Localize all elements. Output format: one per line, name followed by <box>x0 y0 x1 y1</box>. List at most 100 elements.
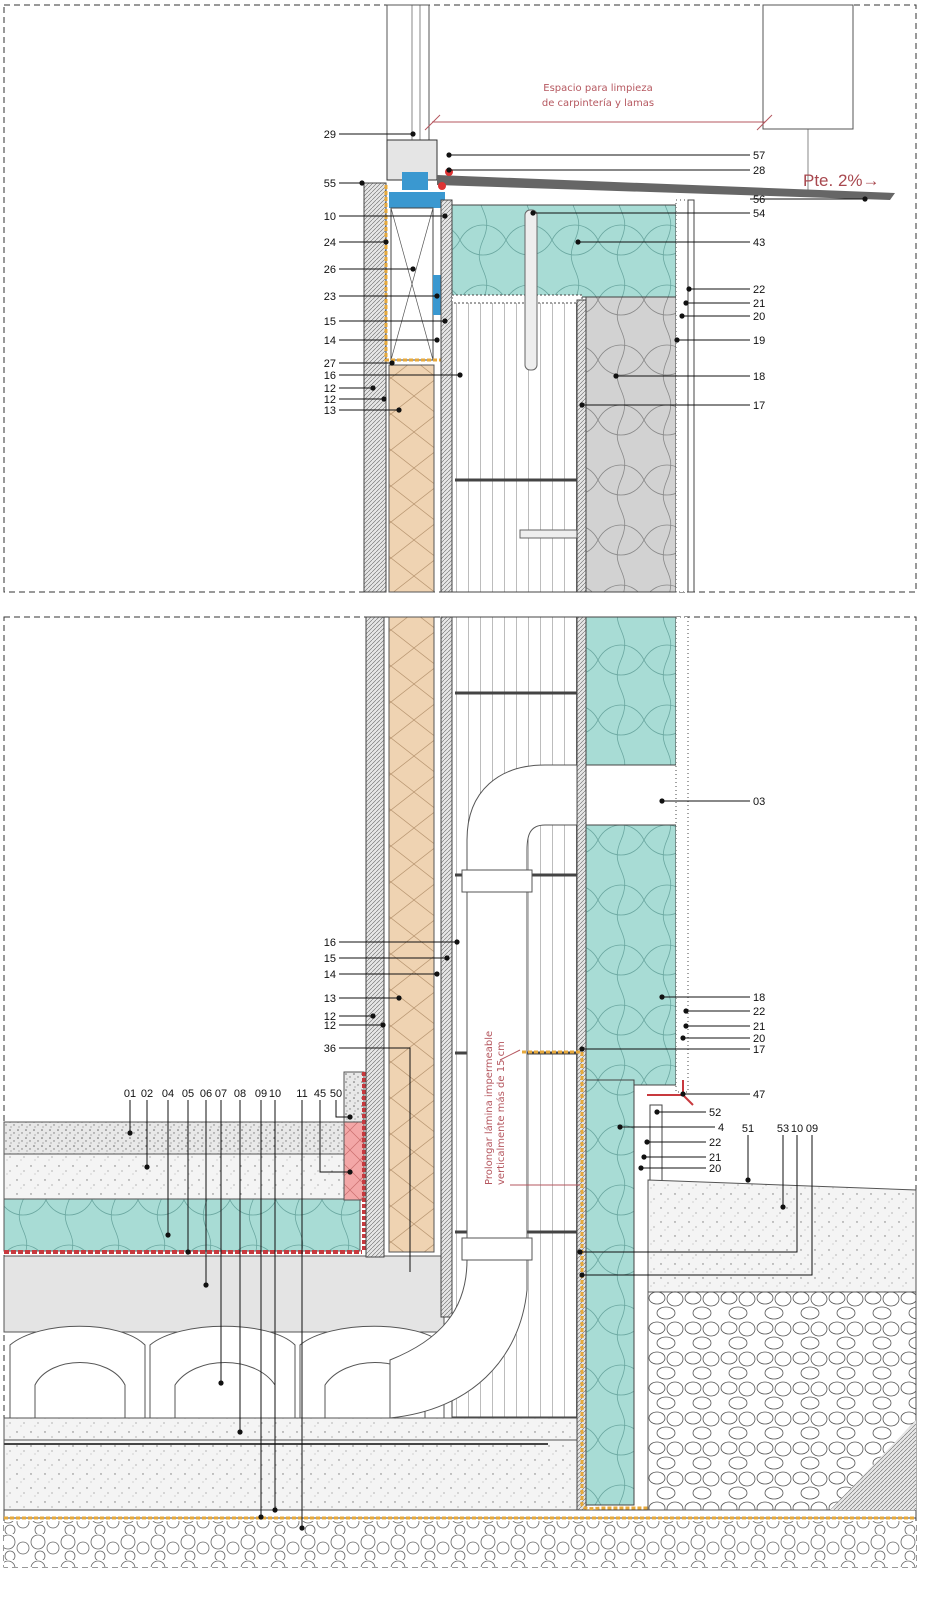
callout: 56 <box>750 194 868 206</box>
leader-dot <box>686 286 692 292</box>
callout-number: 19 <box>753 335 765 347</box>
callout: 06 <box>200 1088 212 1288</box>
leader-dot <box>862 196 868 202</box>
leader-line <box>335 1100 350 1118</box>
leader-dot <box>683 300 689 306</box>
callout: 13 <box>324 993 402 1005</box>
callout: 13 <box>324 405 402 417</box>
callout: 12 <box>324 1020 386 1032</box>
callout: 50 <box>330 1088 353 1120</box>
callout: 10 <box>269 1088 281 1513</box>
leader-dot <box>389 360 395 366</box>
callout-number: 52 <box>709 1107 721 1119</box>
callout: 52 <box>654 1107 721 1119</box>
callout: 21 <box>683 298 765 310</box>
callout-number: 21 <box>709 1152 721 1164</box>
leader-line <box>339 1047 411 1272</box>
leader-dot <box>185 1249 191 1255</box>
callout: 43 <box>575 237 765 249</box>
callout-number: 50 <box>330 1088 342 1100</box>
sill-flashing <box>437 175 895 200</box>
callout-number: 18 <box>753 992 765 1004</box>
leader-dot <box>370 1013 376 1019</box>
callout-number: 36 <box>324 1043 336 1055</box>
callout: 12 <box>324 1011 376 1023</box>
leader-dot <box>680 1035 686 1041</box>
leader-line <box>582 1135 813 1276</box>
leader-dot <box>444 955 450 961</box>
callout-number: 15 <box>324 316 336 328</box>
callout-number: 28 <box>753 165 765 177</box>
leader-dot <box>347 1114 353 1120</box>
leader-dot <box>380 1022 386 1028</box>
leader-dot <box>659 994 665 1000</box>
leader-dot <box>347 1169 353 1175</box>
bottom-section <box>3 616 917 1567</box>
callout: 4 <box>617 1122 724 1134</box>
leader-dot <box>434 971 440 977</box>
callout-number: 10 <box>324 211 336 223</box>
callout-number: 14 <box>324 969 336 981</box>
callout: 15 <box>324 316 448 328</box>
leader-dot <box>165 1232 171 1238</box>
leader-dot <box>383 239 389 245</box>
leader-dot <box>683 1008 689 1014</box>
leader-dot <box>434 337 440 343</box>
callout: 04 <box>162 1088 174 1238</box>
callout-number: 22 <box>753 284 765 296</box>
callout-number: 47 <box>753 1089 765 1101</box>
callout-number: 10 <box>269 1088 281 1100</box>
membrane-note-2: verticalmente más de 15 cm <box>495 1041 507 1185</box>
callout-number: 01 <box>124 1088 136 1100</box>
callout-number: 27 <box>324 358 336 370</box>
leader-dot <box>579 402 585 408</box>
callout: 15 <box>324 953 450 965</box>
callout: 54 <box>530 208 765 220</box>
leader-dot <box>575 239 581 245</box>
callout-number: 08 <box>234 1088 246 1100</box>
leader-dot <box>299 1525 305 1531</box>
callout-number: 23 <box>324 291 336 303</box>
callout-number: 12 <box>324 1011 336 1023</box>
leader-dot <box>410 266 416 272</box>
leader-dot <box>410 131 416 137</box>
callout: 10 <box>577 1123 803 1255</box>
callout: 07 <box>215 1088 227 1386</box>
callout: 51 <box>742 1123 754 1183</box>
callout-number: 54 <box>753 208 765 220</box>
leader-dot <box>579 1272 585 1278</box>
slope-annotation: Pte. 2%→ <box>803 171 880 190</box>
callout: 22 <box>686 284 765 296</box>
callout-number: 11 <box>296 1088 307 1100</box>
callout-number: 22 <box>753 1006 765 1018</box>
leader-dot <box>659 798 665 804</box>
callout-number: 17 <box>753 400 765 412</box>
callout: 14 <box>324 335 440 347</box>
callout-number: 29 <box>324 129 336 141</box>
callout: 17 <box>579 1044 765 1056</box>
callout: 16 <box>324 937 460 949</box>
callout: 09 <box>579 1123 818 1278</box>
callout-number: 57 <box>753 150 765 162</box>
callout-number: 56 <box>753 194 765 206</box>
leader-dot <box>237 1429 243 1435</box>
leader-dot <box>381 396 387 402</box>
leader-dot <box>641 1154 647 1160</box>
callout: 14 <box>324 969 440 981</box>
callout: 12 <box>324 383 376 395</box>
callout-number: 02 <box>141 1088 153 1100</box>
callout-number: 05 <box>182 1088 194 1100</box>
leader-dot <box>446 167 452 173</box>
callout: 18 <box>613 371 765 383</box>
callout-number: 45 <box>314 1088 326 1100</box>
callout-labels: 2955102426231514271612121357285654432221… <box>124 129 868 1531</box>
callout-number: 53 <box>777 1123 789 1135</box>
callout-number: 12 <box>324 383 336 395</box>
leader-dot <box>442 213 448 219</box>
callout-number: 16 <box>324 937 336 949</box>
leader-dot <box>654 1109 660 1115</box>
callout-number: 24 <box>324 237 336 249</box>
leader-dot <box>144 1164 150 1170</box>
leader-line <box>319 1100 350 1173</box>
